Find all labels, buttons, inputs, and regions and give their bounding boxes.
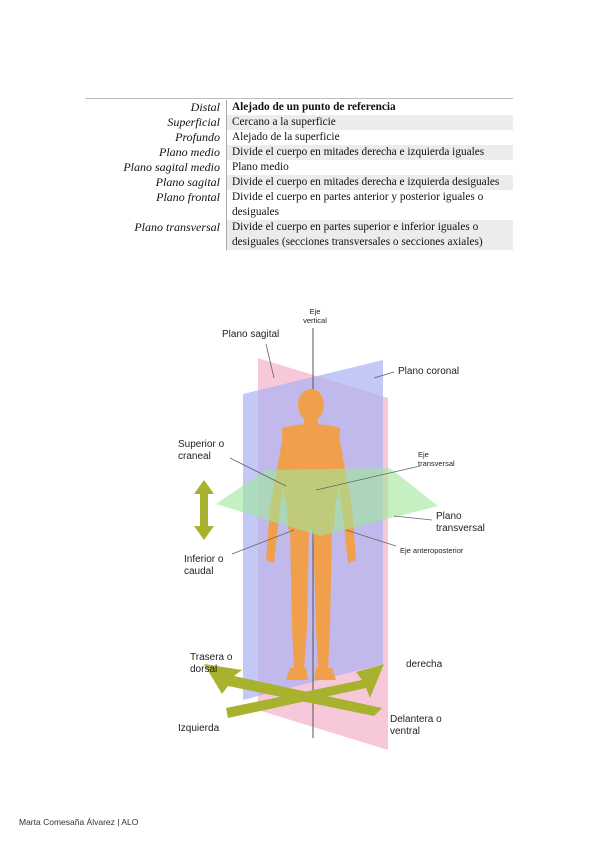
table-row: Plano frontal Divide el cuerpo en partes… (85, 190, 513, 220)
table-row: Distal Alejado de un punto de referencia (85, 100, 513, 115)
leader-lines (229, 343, 433, 555)
transverse-plane (216, 468, 438, 536)
label-vertical-axis: Eje vertical (303, 307, 327, 325)
table-row: Superficial Cercano a la superficie (85, 115, 513, 130)
term-cell: Distal (85, 100, 227, 115)
label-superior: Superior o craneal (178, 439, 225, 462)
planes-illustration (194, 328, 438, 750)
definition-cell: Alejado de un punto de referencia (232, 101, 396, 113)
definition-cell: Cercano a la superficie (227, 115, 513, 130)
table-row: Plano transversal Divide el cuerpo en pa… (85, 220, 513, 250)
label-anteroposterior-axis: Eje anteroposterior (400, 546, 464, 555)
definition-cell: Plano medio (232, 161, 289, 173)
table-row: Plano medio Divide el cuerpo en mitades … (85, 145, 513, 160)
direction-arrows (204, 664, 384, 718)
definition-cell: Divide el cuerpo en mitades derecha e iz… (227, 145, 513, 160)
term-cell: Superficial (85, 115, 227, 130)
definition-cell: Divide el cuerpo en partes anterior y po… (232, 191, 484, 218)
term-cell: Plano sagital medio (85, 160, 227, 175)
definition-cell: Alejado de la superficie (232, 131, 340, 143)
label-inferior: Inferior o caudal (184, 554, 224, 577)
term-cell: Plano medio (85, 145, 227, 160)
table-top-rule (85, 98, 513, 99)
anatomical-planes-figure: Eje vertical Plano sagital Plano coronal… (170, 298, 505, 750)
definition-cell: Divide el cuerpo en partes superior e in… (227, 220, 513, 250)
table-row: Plano sagital medio Plano medio (85, 160, 513, 175)
label-transverse-axis: Eje transversal (418, 450, 455, 468)
term-cell: Plano transversal (85, 220, 227, 250)
glossary-table: Distal Alejado de un punto de referencia… (85, 100, 513, 250)
term-cell: Plano sagital (85, 175, 227, 190)
definition-cell: Divide el cuerpo en mitades derecha e iz… (227, 175, 513, 190)
label-sagittal-plane: Plano sagital (222, 329, 280, 340)
label-left: Izquierda (178, 723, 220, 734)
term-cell: Plano frontal (85, 190, 227, 220)
table-row: Plano sagital Divide el cuerpo en mitade… (85, 175, 513, 190)
table-row: Profundo Alejado de la superficie (85, 130, 513, 145)
superior-inferior-arrow (194, 480, 214, 540)
label-dorsal: Trasera o dorsal (190, 652, 233, 675)
label-transverse-plane: Plano transversal (436, 511, 485, 534)
label-ventral: Delantera o ventral (390, 714, 442, 737)
term-cell: Profundo (85, 130, 227, 145)
label-coronal-plane: Plano coronal (398, 366, 460, 377)
label-right: derecha (406, 659, 443, 670)
page-footer: Marta Comesaña Álvarez | ALO (19, 817, 139, 827)
